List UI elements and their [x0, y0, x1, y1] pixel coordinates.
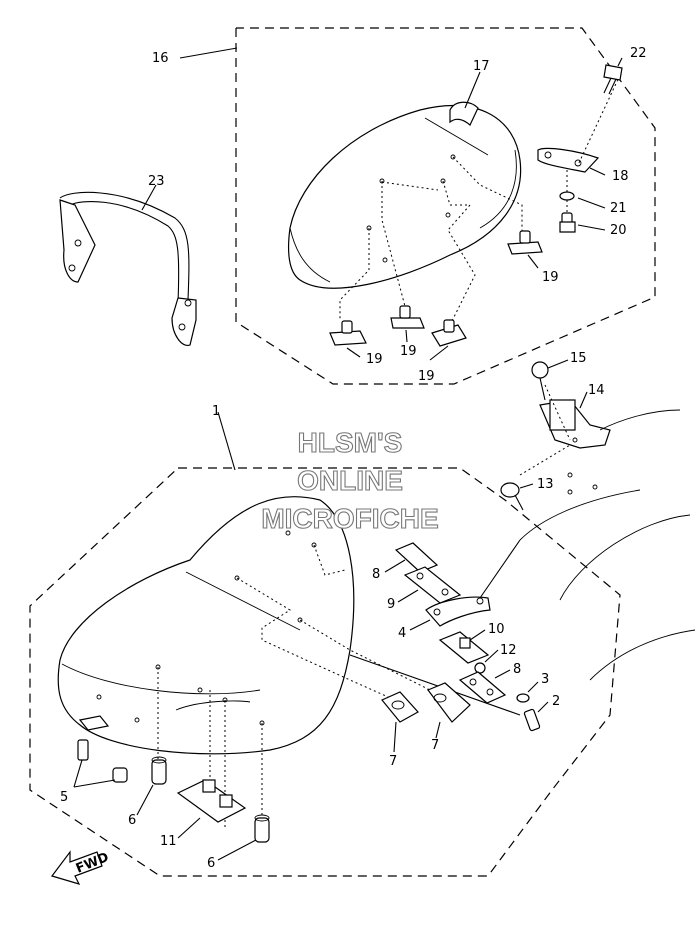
- callout-1: 1: [212, 404, 220, 419]
- callout-19-a: 19: [366, 352, 383, 367]
- clip-19-d: [507, 230, 543, 255]
- callout-22: 22: [630, 46, 647, 61]
- callout-leaders: [73, 47, 623, 861]
- grab-handle-17: [449, 101, 479, 126]
- rider-seat: [57, 496, 355, 755]
- callout-20: 20: [610, 223, 627, 238]
- frame-outline: [519, 409, 696, 681]
- bracket-4: [425, 539, 521, 627]
- screw-5-b: [112, 767, 128, 783]
- clip-19-b: [390, 305, 425, 329]
- callout-16: 16: [152, 51, 169, 66]
- watermark-line-3: MICROFICHE: [261, 503, 438, 534]
- bracket-11: [176, 779, 247, 823]
- callout-14: 14: [588, 383, 605, 398]
- callout-12: 12: [500, 643, 517, 658]
- callout-6-b: 6: [207, 856, 215, 871]
- clip-7-b: [427, 682, 471, 723]
- callout-19-d: 19: [542, 270, 559, 285]
- callout-10: 10: [488, 622, 505, 637]
- callout-8-b: 8: [513, 662, 521, 677]
- callout-19-c: 19: [418, 369, 435, 384]
- screw-5-a: [77, 739, 89, 761]
- clip-19-c: [431, 319, 467, 347]
- callout-18: 18: [612, 169, 629, 184]
- callout-11: 11: [160, 834, 177, 849]
- callout-13: 13: [537, 477, 554, 492]
- bolt-22: [603, 64, 623, 95]
- bolt-13: [500, 482, 524, 511]
- washer-21: [559, 191, 575, 201]
- grommet-6-a: [151, 756, 167, 785]
- watermark-line-1: HLSM'S: [298, 427, 403, 458]
- rider-seat-front-clip: [78, 715, 110, 731]
- callout-17: 17: [473, 59, 490, 74]
- bolt-2: [523, 708, 541, 732]
- backrest-bar-23: [59, 191, 197, 346]
- clip-7-a: [381, 691, 419, 723]
- callout-6-a: 6: [128, 813, 136, 828]
- callout-15: 15: [570, 351, 587, 366]
- callout-23: 23: [148, 174, 165, 189]
- plate-9: [403, 566, 462, 604]
- bolt-15: [531, 361, 549, 401]
- callout-21: 21: [610, 201, 627, 216]
- bracket-14: [539, 399, 611, 449]
- bolt-20: [559, 212, 576, 233]
- washer-3: [516, 693, 530, 703]
- callout-7-b: 7: [431, 738, 439, 753]
- passenger-seat: [288, 101, 522, 289]
- rider-seat-group-outline: [29, 467, 621, 877]
- plate-8-top: [394, 542, 439, 573]
- bracket-18: [537, 147, 600, 173]
- watermark-line-2: ONLINE: [297, 465, 403, 496]
- fwd-arrow-icon: FWD: [51, 850, 111, 885]
- watermark: HLSM'S ONLINE MICROFICHE: [261, 426, 439, 534]
- grommet-6-b: [254, 814, 270, 843]
- callout-labels: 16 17 22 18 21 20 19 19 19 19 23 1 15 14…: [60, 46, 647, 871]
- bracket-10: [438, 631, 490, 664]
- callout-7-a: 7: [389, 754, 397, 769]
- clip-19-a: [329, 320, 367, 346]
- callout-8-a: 8: [372, 567, 380, 582]
- callout-2: 2: [552, 694, 560, 709]
- callout-4: 4: [398, 626, 406, 641]
- callout-9: 9: [387, 597, 395, 612]
- callout-3: 3: [541, 672, 549, 687]
- passenger-seat-group-outline: [235, 27, 656, 385]
- callout-19-b: 19: [400, 344, 417, 359]
- callout-5: 5: [60, 790, 68, 805]
- plate-8-bottom: [458, 671, 507, 704]
- nut-12: [474, 662, 486, 674]
